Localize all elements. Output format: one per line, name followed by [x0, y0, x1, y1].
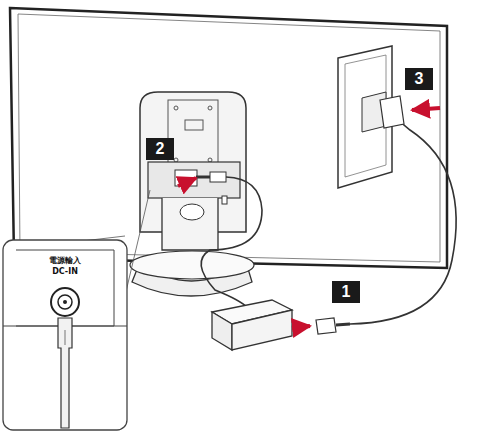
port-label: 電源輸入 [49, 256, 81, 265]
callout-number: 3 [405, 68, 433, 90]
callout-number: 1 [332, 281, 360, 303]
callout-number: 2 [146, 138, 174, 160]
port-label: DC-IN [52, 267, 78, 276]
